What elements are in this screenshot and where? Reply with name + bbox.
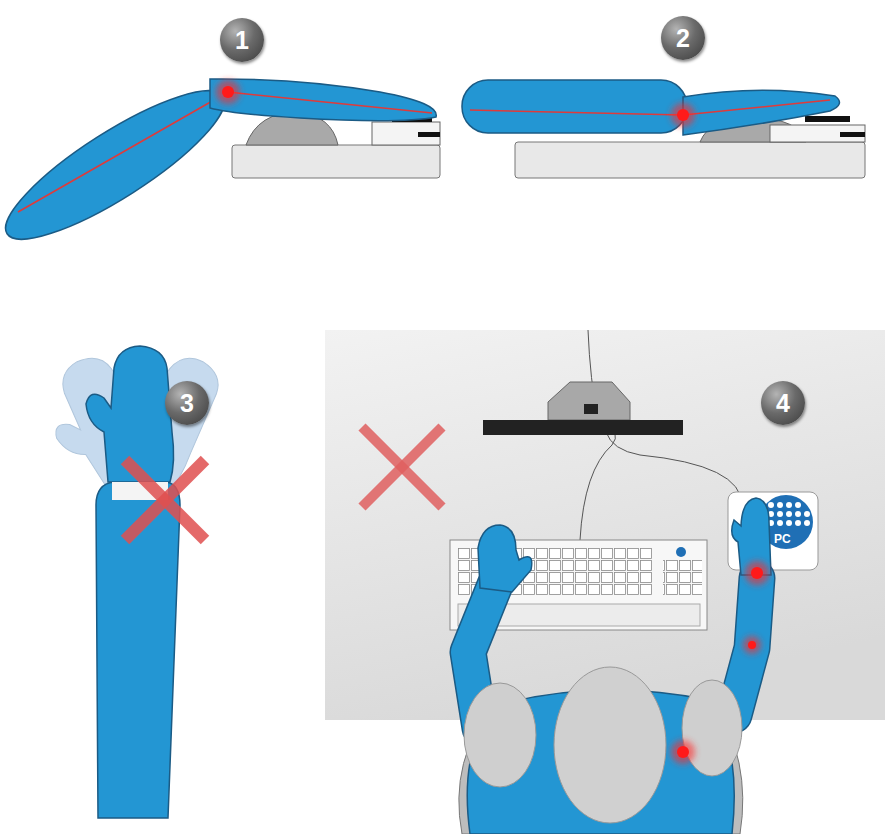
head [554, 667, 666, 823]
keyboard-logo [676, 547, 686, 557]
cross-mark [125, 460, 205, 540]
callout-number: 4 [776, 391, 790, 416]
monitor-port [584, 404, 598, 414]
monitor-stand [548, 382, 630, 420]
monitor [483, 420, 683, 435]
axis-line [18, 92, 228, 212]
strain-glow [743, 636, 761, 654]
panel-three [29, 336, 232, 818]
key-block [663, 560, 702, 596]
callout-number: 1 [235, 28, 249, 53]
callout-number: 2 [661, 16, 705, 60]
worker [459, 498, 771, 834]
callout-number: 3 [165, 381, 209, 425]
arm-outline [734, 578, 757, 715]
strain-points [671, 561, 769, 764]
cross-mark [125, 460, 205, 540]
cable [580, 425, 616, 540]
desk-top [325, 330, 885, 720]
hand [210, 79, 436, 121]
key [418, 132, 440, 137]
key [840, 132, 865, 137]
callout-number: 2 [676, 26, 690, 51]
axis-line [228, 92, 432, 113]
axis-line [683, 100, 830, 115]
panel-four [325, 330, 885, 720]
left-arm [468, 585, 495, 728]
panel-one [0, 68, 440, 261]
mouse-pad [728, 492, 818, 570]
strain-glow [216, 80, 240, 104]
strain-point [222, 86, 234, 98]
logo-disc [759, 495, 813, 549]
left-hand [478, 525, 532, 592]
keyboard-rest [458, 604, 700, 626]
strain-point [751, 567, 763, 579]
forearm-shape [0, 68, 241, 261]
mouse-pad-logo: PC [728, 492, 818, 570]
keyboard [450, 540, 707, 630]
keyboard-side [372, 122, 440, 145]
torso [467, 690, 734, 834]
shoulder [682, 680, 742, 776]
strain-glow [671, 740, 695, 764]
strain-point [677, 746, 689, 758]
cross-mark [362, 427, 442, 507]
hand [683, 90, 839, 135]
desk-side [515, 142, 865, 178]
strain-point [677, 109, 689, 121]
logo-dots [768, 502, 810, 526]
logo-text: PC [774, 533, 791, 545]
strain-glow [745, 561, 769, 585]
key [805, 116, 850, 122]
keyboard-side [770, 125, 865, 142]
strain-glow [671, 103, 695, 127]
callout-number: 1 [220, 18, 264, 62]
cable [606, 432, 742, 505]
right-hand [732, 498, 771, 575]
arm-outline [468, 585, 495, 728]
panel-two [462, 80, 865, 178]
callout-number: 4 [761, 381, 805, 425]
axis-line [470, 110, 683, 115]
shoulder [464, 683, 536, 787]
strain-point [748, 641, 756, 649]
desk-side [232, 145, 440, 178]
callout-number: 3 [180, 391, 194, 416]
right-arm [734, 578, 757, 715]
forearm [462, 80, 687, 133]
key-block [458, 548, 653, 596]
cross-mark [362, 427, 442, 507]
forearm [0, 68, 241, 261]
chair [459, 698, 743, 834]
